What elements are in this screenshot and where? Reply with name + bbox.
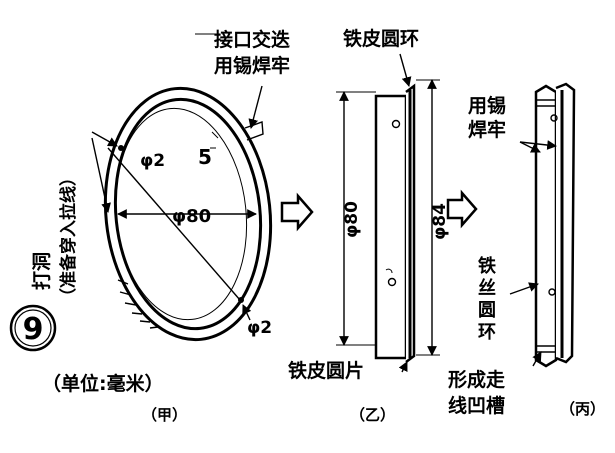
- strip-mark: [385, 268, 393, 274]
- rim-hatching: [117, 279, 159, 329]
- ring-dia-dim: φ84: [430, 203, 450, 240]
- step-arrow-1: [280, 192, 314, 232]
- part-bing-cylinder: [509, 82, 576, 368]
- figure-number-ring: [9, 304, 57, 352]
- part-jia-ring: [91, 33, 273, 342]
- wire-label-3: 圆: [478, 300, 496, 321]
- leader-hole-side: [91, 137, 111, 213]
- hole-bottom: [238, 297, 244, 303]
- leader-groove: [532, 351, 542, 367]
- wire-label-1: 铁: [478, 255, 496, 277]
- leader-hole-top: [91, 131, 118, 147]
- step-arrow-2: [446, 189, 478, 229]
- leader-joint: [248, 85, 263, 129]
- vertical-label-2: （准备穿入拉线）: [58, 169, 79, 305]
- leader-wire: [509, 282, 539, 295]
- ring-outer-edge: [103, 86, 273, 342]
- cylinder-body: [534, 84, 558, 368]
- strip-hole-bottom: [387, 277, 397, 287]
- leader-solder-a: [519, 141, 541, 153]
- caption-jia: （甲）: [142, 406, 187, 424]
- leader-ring: [399, 53, 412, 87]
- joint-label-1: 接口交迭: [214, 28, 290, 51]
- units-caption: （单位:毫米）: [42, 372, 164, 395]
- cyl-hole-bottom: [548, 288, 556, 296]
- cyl-hole-top: [550, 114, 558, 122]
- leader-solder-b: [519, 140, 557, 150]
- figure-number: 9: [23, 312, 44, 347]
- figure-number-inner-ring: [14, 309, 52, 347]
- hole-dia-top: φ2: [140, 151, 165, 171]
- wire-label-4: 环: [478, 322, 496, 343]
- height-dim: φ80: [342, 201, 362, 238]
- overlap-dim: 5: [198, 145, 212, 169]
- leader-strip: [398, 361, 408, 373]
- leader-hole-bottom: [242, 304, 252, 321]
- vertical-label-1: 打洞: [30, 252, 53, 290]
- tin-strip: [374, 94, 408, 360]
- wire-label-2: 丝: [478, 277, 496, 299]
- ring-inner-rim: [114, 107, 248, 321]
- solder-label-2: 焊牢: [468, 118, 506, 141]
- strip-hole-top: [391, 119, 401, 129]
- caption-yi: （乙）: [350, 406, 395, 424]
- solder-label-1: 用锡: [468, 94, 506, 117]
- diagonal-line: [107, 147, 241, 301]
- figure-number-badge: 9: [9, 304, 57, 352]
- part-yi-strip: [336, 53, 440, 373]
- caption-bing: （丙）: [560, 400, 605, 418]
- groove-label-1: 形成走: [448, 368, 505, 391]
- diameter-dim: φ80: [172, 206, 211, 227]
- overlap-tick-b: [211, 131, 219, 139]
- joint-label-2: 用锡焊牢: [214, 54, 290, 77]
- cylinder-side: [555, 82, 576, 364]
- groove-label-2: 线凹槽: [448, 394, 505, 417]
- hole-dia-bottom: φ2: [247, 318, 272, 338]
- strip-label: 铁皮圆片: [288, 359, 364, 382]
- hole-top: [118, 145, 124, 151]
- ring-label: 铁皮圆环: [343, 27, 419, 50]
